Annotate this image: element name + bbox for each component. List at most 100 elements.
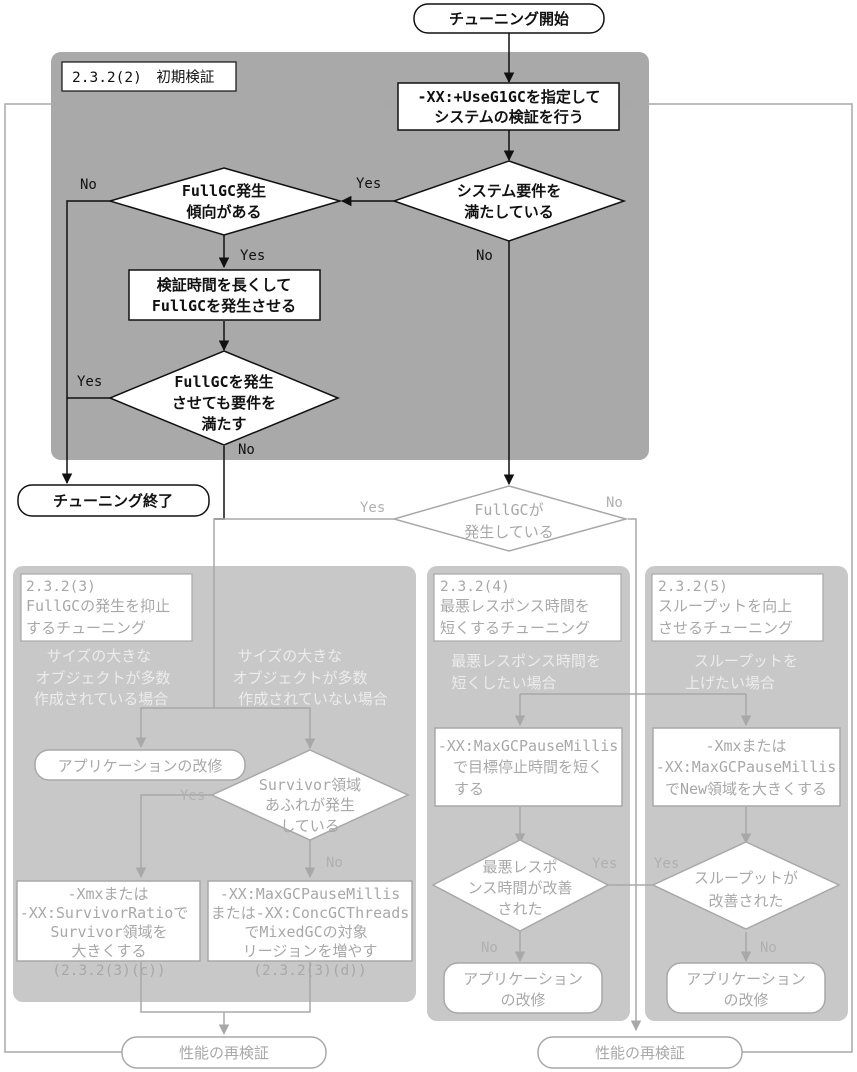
sec3-title-line: するチューニング bbox=[26, 619, 146, 637]
action-c-line: (2.3.2(3)(c)) bbox=[52, 963, 166, 979]
survivor-line: Survivor領域 bbox=[259, 776, 361, 794]
sec3-title-line: FullGCの発生を抑止 bbox=[26, 597, 170, 615]
initial-panel bbox=[51, 52, 649, 460]
action-c-line: 大きくする bbox=[71, 942, 146, 960]
survivor-line: している bbox=[280, 817, 340, 835]
sec4-check-decision: 最悪レスポ ンス時間が改善 された bbox=[431, 839, 610, 932]
fullgc-met-line: 満たす bbox=[201, 415, 246, 433]
yes-label: Yes bbox=[360, 500, 385, 516]
extend-process: 検証時間を長くして FullGCを発生させる bbox=[128, 269, 321, 321]
start-terminal: チューニング開始 bbox=[413, 3, 605, 34]
sec3-title-box: 2.3.2(3) FullGCの発生を抑止 するチューニング bbox=[20, 573, 193, 642]
svg-text:短くしたい場合: 短くしたい場合 bbox=[451, 674, 556, 692]
recheck-right-terminal: 性能の再検証 bbox=[537, 1036, 743, 1069]
sec5-action-line: -Xmxまたは bbox=[705, 737, 786, 755]
no-label: No bbox=[476, 248, 493, 264]
action-c-line: -XX:SurvivorRatioで bbox=[20, 904, 189, 922]
svg-text:スループットを: スループットを bbox=[694, 652, 798, 670]
sec4-check-line: 最悪レスポ bbox=[482, 858, 557, 876]
fullgc-met-line: FullGCを発生 bbox=[174, 373, 273, 391]
sec4-app-fix-line: の改修 bbox=[500, 991, 545, 1009]
sec5-app-fix-line: アプリケーション bbox=[686, 970, 806, 988]
yes-label: Yes bbox=[592, 856, 617, 872]
use-g1-line: -XX:+UseG1GCを指定して bbox=[418, 88, 601, 106]
sec5-title-line: 2.3.2(5) bbox=[658, 579, 728, 595]
sec4-app-fix-terminal: アプリケーション の改修 bbox=[443, 962, 603, 1014]
svg-text:オブジェクトが多数: オブジェクトが多数 bbox=[232, 669, 367, 687]
sec4-check-line: された bbox=[497, 900, 542, 918]
fullgc-trend-decision: FullGC発生 傾向がある bbox=[107, 167, 343, 236]
survivor-decision: Survivor領域 あふれが発生 している bbox=[210, 749, 410, 841]
fullgc-occurs-line: FullGCが bbox=[474, 501, 543, 519]
yes-label: Yes bbox=[654, 856, 679, 872]
sec4-title-box: 2.3.2(4) 最悪レスポンス時間を 短くするチューニング bbox=[433, 573, 622, 642]
yes-label: Yes bbox=[240, 248, 265, 264]
no-label: No bbox=[606, 495, 623, 511]
sec4-app-fix-line: アプリケーション bbox=[463, 970, 583, 988]
sec5-check-decision: スループットが 改善された bbox=[651, 841, 841, 930]
fullgc-met-decision: FullGCを発生 させても要件を 満たす bbox=[108, 350, 340, 446]
extend-line: FullGCを発生させる bbox=[152, 297, 296, 315]
sec5-title-line: させるチューニング bbox=[658, 619, 793, 637]
action-c-line: -Xmxまたは bbox=[67, 885, 148, 903]
end-label: チューニング終了 bbox=[53, 492, 173, 510]
sec4-action-line: する bbox=[454, 780, 484, 798]
sec4-title-line: 最悪レスポンス時間を bbox=[440, 597, 590, 615]
sec5-app-fix-line: の改修 bbox=[723, 991, 768, 1009]
sec4-check-line: ンス時間が改善 bbox=[468, 879, 573, 897]
sec4-title-line: 2.3.2(4) bbox=[440, 579, 510, 595]
svg-text:上げたい場合: 上げたい場合 bbox=[685, 674, 775, 692]
fullgc-trend-line: 傾向がある bbox=[185, 203, 261, 221]
sec3-app-fix-label: アプリケーションの改修 bbox=[58, 757, 223, 775]
action-d-line: (2.3.2(3)(d)) bbox=[253, 963, 367, 979]
requirements-line: システム要件を bbox=[457, 182, 562, 200]
sec5-app-fix-terminal: アプリケーション の改修 bbox=[666, 962, 826, 1014]
sec5-action-line: -XX:MaxGCPauseMillis bbox=[656, 758, 837, 776]
initial-title-box: 2.3.2(2) 初期検証 bbox=[61, 61, 237, 92]
no-label: No bbox=[80, 177, 97, 193]
no-label: No bbox=[760, 940, 777, 956]
recheck-left-terminal: 性能の再検証 bbox=[121, 1036, 327, 1069]
svg-text:サイズの大きな: サイズの大きな bbox=[238, 647, 343, 665]
svg-text:オブジェクトが多数: オブジェクトが多数 bbox=[35, 669, 170, 687]
action-d-line: -XX:MaxGCPauseMillis bbox=[220, 885, 401, 903]
sec5-title-box: 2.3.2(5) スループットを向上 させるチューニング bbox=[651, 573, 824, 642]
sec4-case: 最悪レスポンス時間を 短くしたい場合 bbox=[451, 652, 601, 692]
sec4-action-line: -XX:MaxGCPauseMillis bbox=[438, 737, 619, 755]
sec3-case-few: サイズの大きな オブジェクトが多数 作成されていない場合 bbox=[232, 647, 387, 708]
sec5-check-line: 改善された bbox=[708, 892, 783, 910]
requirements-line: 満たしている bbox=[464, 203, 554, 221]
yes-label: Yes bbox=[180, 788, 205, 804]
fullgc-occurs-decision: FullGCが 発生している bbox=[391, 485, 629, 552]
requirements-decision: システム要件を 満たしている bbox=[391, 160, 627, 242]
recheck-right-label: 性能の再検証 bbox=[595, 1044, 685, 1062]
action-c-process: -Xmxまたは -XX:SurvivorRatioで Survivor領域を 大… bbox=[16, 880, 201, 979]
end-terminal: チューニング終了 bbox=[17, 484, 210, 517]
yes-label: Yes bbox=[356, 176, 381, 192]
action-d-process: -XX:MaxGCPauseMillis または-XX:ConcGCThread… bbox=[207, 880, 413, 979]
use-g1-process: -XX:+UseG1GCを指定して システムの検証を行う bbox=[397, 82, 620, 131]
action-d-line: リージョンを増やす bbox=[243, 942, 378, 960]
sec4-title-line: 短くするチューニング bbox=[440, 619, 590, 637]
no-label: No bbox=[326, 855, 343, 871]
action-c-line: Survivor領域を bbox=[50, 923, 167, 941]
svg-text:サイズの大きな: サイズの大きな bbox=[47, 647, 152, 665]
sec3-app-fix-terminal: アプリケーションの改修 bbox=[34, 749, 246, 781]
no-label: No bbox=[238, 442, 255, 458]
sec3-title-line: 2.3.2(3) bbox=[26, 579, 96, 595]
action-d-line: または-XX:ConcGCThreads bbox=[211, 904, 410, 922]
yes-label: Yes bbox=[77, 374, 102, 390]
survivor-line: あふれが発生 bbox=[265, 796, 355, 814]
initial-title: 2.3.2(2) 初期検証 bbox=[72, 69, 214, 86]
sec4-action-process: -XX:MaxGCPauseMillis で目標停止時間を短く する bbox=[434, 727, 623, 807]
sec4-action-line: で目標停止時間を短く bbox=[453, 758, 603, 776]
start-label: チューニング開始 bbox=[449, 10, 569, 28]
sec5-title-line: スループットを向上 bbox=[658, 597, 792, 615]
action-d-line: でMixedGCの対象 bbox=[244, 923, 367, 941]
fullgc-trend-line: FullGC発生 bbox=[182, 182, 266, 200]
sec5-action-process: -Xmxまたは -XX:MaxGCPauseMillis でNew領域を大きくす… bbox=[652, 727, 841, 807]
svg-text:最悪レスポンス時間を: 最悪レスポンス時間を bbox=[451, 652, 601, 670]
extend-line: 検証時間を長くして bbox=[157, 276, 292, 294]
sec5-check-line: スループットが bbox=[694, 869, 798, 887]
